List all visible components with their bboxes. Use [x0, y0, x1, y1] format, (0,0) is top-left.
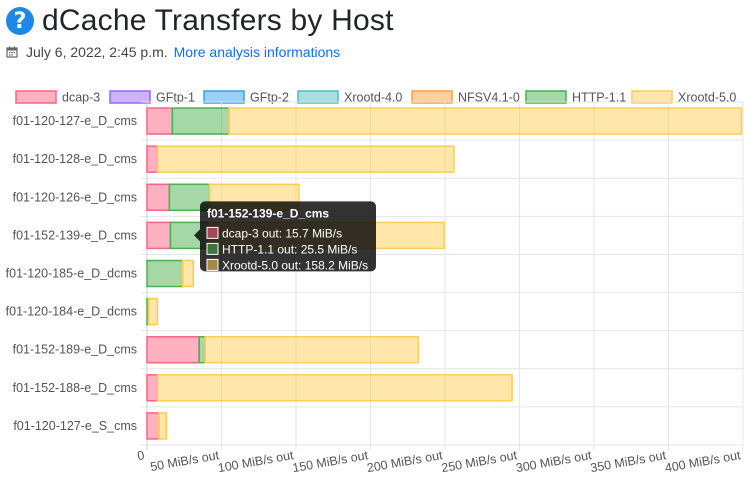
- question-circle-icon[interactable]: ?: [6, 7, 34, 35]
- bar-xrootd-5-0[interactable]: [156, 145, 455, 173]
- legend-item-1[interactable]: GFtp-1: [109, 90, 195, 105]
- bar-http-1-1[interactable]: [171, 107, 230, 135]
- y-tick-label: f01-120-126-e_D_cms: [13, 190, 137, 204]
- legend-label: NFSV4.1-0: [458, 91, 520, 105]
- report-date: July 6, 2022, 2:45 p.m.: [26, 44, 168, 60]
- legend-swatch: [411, 90, 453, 104]
- legend-item-2[interactable]: GFtp-2: [203, 90, 289, 105]
- legend-swatch: [203, 90, 245, 104]
- tooltip-swatch: [206, 226, 219, 239]
- tooltip-box: [200, 201, 376, 272]
- legend-swatch: [525, 90, 567, 104]
- y-tick-label: f01-120-127-e_S_cms: [13, 419, 137, 433]
- page-header: ? dCache Transfers by Host: [6, 4, 394, 38]
- x-tick-label: 300 MiB/s out: [515, 448, 593, 475]
- legend-label: Xrootd-4.0: [344, 91, 402, 105]
- page-title: dCache Transfers by Host: [42, 4, 394, 37]
- bar-dcap-3[interactable]: [146, 183, 171, 212]
- legend-label: GFtp-1: [156, 91, 195, 105]
- legend-swatch: [109, 90, 151, 104]
- bar-dcap-3[interactable]: [146, 107, 174, 135]
- tooltip-line: Xrootd-5.0 out: 158.2 MiB/s: [222, 258, 368, 272]
- y-tick-label: f01-152-189-e_D_cms: [13, 343, 137, 357]
- analysis-link[interactable]: More analysis informations: [173, 44, 341, 60]
- bar-dcap-3[interactable]: [146, 145, 159, 173]
- legend-label: dcap-3: [62, 91, 100, 105]
- legend-item-4[interactable]: NFSV4.1-0: [411, 90, 520, 105]
- bar-xrootd-5-0[interactable]: [147, 297, 159, 326]
- y-tick-label: f01-120-185-e_D_dcms: [6, 267, 137, 281]
- tooltip-line: HTTP-1.1 out: 25.5 MiB/s: [222, 242, 357, 256]
- y-tick-label: f01-120-128-e_D_cms: [13, 152, 137, 166]
- x-tick-label: 50 MiB/s out: [149, 448, 220, 474]
- y-tick-label: f01-152-139-e_D_cms: [13, 228, 137, 242]
- tooltip-title: f01-152-139-e_D_cms: [207, 206, 329, 220]
- x-tick-label: 100 MiB/s out: [217, 448, 295, 475]
- legend-item-6[interactable]: Xrootd-5.0: [631, 90, 736, 105]
- legend-item-5[interactable]: HTTP-1.1: [525, 90, 626, 105]
- legend-swatch: [15, 90, 57, 104]
- x-tick-label: 150 MiB/s out: [291, 448, 369, 475]
- bar-xrootd-5-0[interactable]: [156, 374, 513, 402]
- legend-label: Xrootd-5.0: [678, 91, 736, 105]
- bar-xrootd-5-0[interactable]: [204, 335, 419, 364]
- calendar-icon: [6, 46, 18, 58]
- x-tick-label: 400 MiB/s out: [664, 448, 742, 475]
- legend-label: HTTP-1.1: [572, 91, 626, 105]
- legend-item-3[interactable]: Xrootd-4.0: [297, 90, 402, 105]
- date-line: July 6, 2022, 2:45 p.m. More analysis in…: [6, 44, 340, 60]
- tooltip-swatch: [206, 258, 219, 271]
- x-tick-label: 250 MiB/s out: [440, 448, 518, 475]
- legend-swatch: [631, 90, 673, 104]
- y-tick-label: f01-120-184-e_D_dcms: [6, 305, 137, 319]
- x-tick-label: 350 MiB/s out: [589, 448, 667, 475]
- y-tick-label: f01-152-188-e_D_cms: [13, 381, 137, 395]
- bar-xrootd-5-0[interactable]: [182, 259, 194, 288]
- tooltip-line: dcap-3 out: 15.7 MiB/s: [222, 226, 342, 240]
- x-tick-label: 0: [136, 448, 145, 463]
- bar-dcap-3[interactable]: [146, 221, 172, 250]
- bar-http-1-1[interactable]: [198, 335, 206, 364]
- bar-dcap-3[interactable]: [146, 412, 160, 440]
- bar-xrootd-5-0[interactable]: [158, 412, 168, 440]
- legend-swatch: [297, 90, 339, 104]
- bar-xrootd-5-0[interactable]: [228, 107, 743, 135]
- y-tick-label: f01-120-127-e_D_cms: [13, 114, 137, 128]
- tooltip-caret: [194, 229, 200, 242]
- bar-dcap-3[interactable]: [146, 374, 159, 402]
- x-tick-label: 200 MiB/s out: [366, 448, 444, 475]
- tooltip-swatch: [206, 242, 219, 255]
- bar-dcap-3[interactable]: [146, 335, 200, 364]
- legend-label: GFtp-2: [250, 91, 289, 105]
- bar-http-1-1[interactable]: [146, 259, 184, 288]
- legend-item-0[interactable]: dcap-3: [15, 90, 100, 105]
